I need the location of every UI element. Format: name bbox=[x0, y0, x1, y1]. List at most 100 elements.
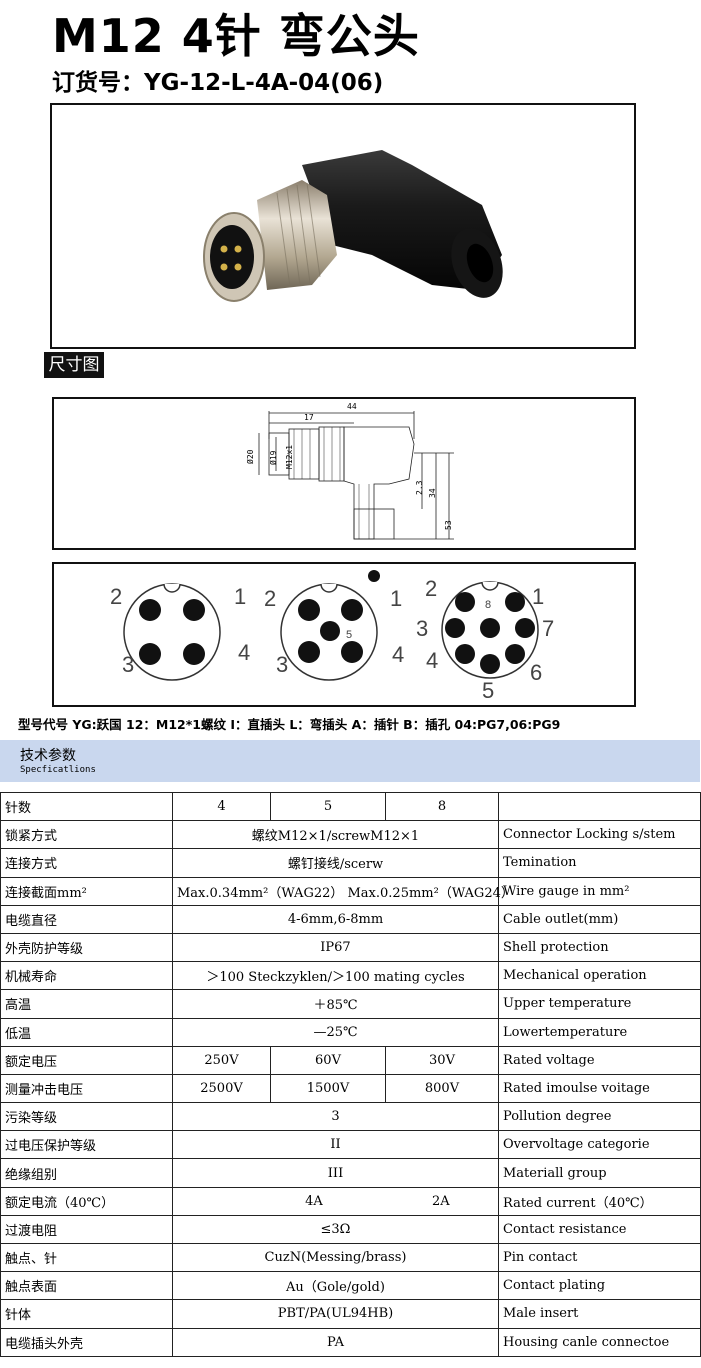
pin5-label-4: 4 bbox=[392, 642, 404, 667]
spec-english: Rated current（40℃） bbox=[498, 1186, 701, 1216]
spec-value: Au（Gole/gold) bbox=[172, 1271, 499, 1301]
spec-label: 低温 bbox=[0, 1017, 173, 1047]
spec-value: 1500V bbox=[270, 1073, 386, 1104]
spec-label: 测量冲击电压 bbox=[0, 1073, 173, 1104]
spec-english: Pin contact bbox=[498, 1242, 701, 1273]
spec-value: 800V bbox=[385, 1073, 499, 1104]
spec-value: 4-6mm,6-8mm bbox=[172, 904, 499, 934]
spec-label: 连接方式 bbox=[0, 848, 173, 878]
pin8-label-6: 6 bbox=[530, 660, 542, 685]
table-row: 机械寿命 ＞100 Steckzyklen/＞100 mating cycles… bbox=[0, 961, 701, 991]
pin8-label-5: 5 bbox=[482, 678, 494, 703]
pin5-label-1: 1 bbox=[390, 586, 402, 611]
spec-label: 额定电流（40℃） bbox=[0, 1186, 173, 1216]
spec-english: Connector Locking s/stem bbox=[498, 820, 701, 850]
spec-value: ≤3Ω bbox=[172, 1214, 499, 1245]
spec-english: Male insert bbox=[498, 1299, 701, 1329]
spec-value: 5 bbox=[270, 791, 386, 822]
table-row: 外壳防护等级 IP67 Shell protection bbox=[0, 932, 701, 963]
spec-label: 针数 bbox=[0, 791, 173, 822]
spec-value: II bbox=[172, 1130, 499, 1160]
spec-value: 螺钉接线/scerw bbox=[172, 848, 499, 878]
spec-english: Mechanical operation bbox=[498, 961, 701, 991]
table-row: 针体 PBT/PA(UL94HB) Male insert bbox=[0, 1299, 701, 1329]
spec-value-a: 4A bbox=[305, 1193, 323, 1209]
spec-label: 过电压保护等级 bbox=[0, 1130, 173, 1160]
spec-value: —25℃ bbox=[172, 1017, 499, 1047]
technical-drawing: 44 17 Ø20 Ø19 M12x1 2.3 34 53 bbox=[245, 402, 454, 540]
spec-label: 电缆直径 bbox=[0, 904, 173, 934]
spec-value: 3 bbox=[172, 1102, 499, 1132]
spec-label: 过渡电阻 bbox=[0, 1214, 173, 1245]
table-row: 额定电流（40℃） 4A 2A Rated current（40℃） bbox=[0, 1186, 701, 1216]
spec-english: Contact resistance bbox=[498, 1214, 701, 1245]
pin4-label-4: 4 bbox=[238, 640, 250, 665]
spec-english: Cable outlet(mm) bbox=[498, 904, 701, 934]
spec-value: 250V bbox=[172, 1045, 271, 1075]
spec-english: Housing canle connectoe bbox=[498, 1327, 701, 1357]
table-row: 触点表面 Au（Gole/gold) Contact plating bbox=[0, 1271, 701, 1301]
dim-length-total: 44 bbox=[347, 402, 357, 411]
spec-value: 30V bbox=[385, 1045, 499, 1075]
spec-header: 技术参数 Specficatlions bbox=[0, 740, 700, 782]
pin-layout-diagrams: 1 2 3 4 1 2 3 4 5 2 1 bbox=[110, 570, 554, 703]
spec-label: 连接截面mm² bbox=[0, 876, 173, 906]
spec-label: 触点表面 bbox=[0, 1271, 173, 1301]
spec-value: 60V bbox=[270, 1045, 386, 1075]
spec-value: III bbox=[172, 1158, 499, 1188]
spec-value: PBT/PA(UL94HB) bbox=[172, 1299, 499, 1329]
pin-layout-4: 1 2 3 4 bbox=[110, 583, 250, 681]
spec-english: Rated imoulse voitage bbox=[498, 1073, 701, 1104]
spec-label: 机械寿命 bbox=[0, 961, 173, 991]
spec-label: 触点、针 bbox=[0, 1242, 173, 1273]
spec-value: 4A 2A bbox=[172, 1186, 499, 1216]
spec-label: 针体 bbox=[0, 1299, 173, 1329]
table-row: 额定电压 250V 60V 30V Rated voltage bbox=[0, 1045, 701, 1075]
pin8-label-2: 2 bbox=[425, 576, 437, 601]
spec-value: PA bbox=[172, 1327, 499, 1357]
page-title: M12 4针 弯公头 bbox=[52, 9, 420, 63]
pin4-label-1: 1 bbox=[234, 584, 246, 609]
dimension-drawing: 44 17 Ø20 Ø19 M12x1 2.3 34 53 bbox=[52, 397, 636, 550]
spec-english: Materiall group bbox=[498, 1158, 701, 1188]
pin-layout-5: 1 2 3 4 5 bbox=[264, 570, 404, 681]
pin-layout-8: 2 1 3 7 4 6 5 8 bbox=[416, 576, 554, 703]
spec-label: 锁紧方式 bbox=[0, 820, 173, 850]
table-row: 锁紧方式 螺纹M12×1/screwM12×1 Connector Lockin… bbox=[0, 820, 701, 850]
spec-english: Overvoltage categorie bbox=[498, 1130, 701, 1160]
table-row: 高温 ＋85℃ Upper temperature bbox=[0, 989, 701, 1019]
pin8-label-7: 7 bbox=[542, 616, 554, 641]
spec-table: 针数 4 5 8 锁紧方式 螺纹M12×1/screwM12×1 Connect… bbox=[0, 791, 701, 1357]
table-row: 触点、针 CuzN(Messing/brass) Pin contact bbox=[0, 1242, 701, 1273]
spec-label: 电缆插头外壳 bbox=[0, 1327, 173, 1357]
spec-label: 外壳防护等级 bbox=[0, 932, 173, 963]
connector-illustration bbox=[203, 150, 503, 302]
spec-label: 高温 bbox=[0, 989, 173, 1019]
product-photo bbox=[50, 103, 636, 349]
table-row: 污染等级 3 Pollution degree bbox=[0, 1102, 701, 1132]
pin8-label-8: 8 bbox=[485, 599, 491, 611]
pin-layout-panel: 1 2 3 4 1 2 3 4 5 2 1 bbox=[52, 562, 636, 707]
spec-label: 额定电压 bbox=[0, 1045, 173, 1075]
spec-label: 绝缘组别 bbox=[0, 1158, 173, 1188]
pin8-label-4: 4 bbox=[426, 648, 438, 673]
spec-value: 4 bbox=[172, 791, 271, 822]
table-row: 过电压保护等级 II Overvoltage categorie bbox=[0, 1130, 701, 1160]
spec-value: CuzN(Messing/brass) bbox=[172, 1242, 499, 1273]
spec-english: Rated voltage bbox=[498, 1045, 701, 1075]
table-row: 测量冲击电压 2500V 1500V 800V Rated imoulse vo… bbox=[0, 1073, 701, 1104]
spec-english: Contact plating bbox=[498, 1271, 701, 1301]
dim-length-partial: 17 bbox=[304, 413, 314, 422]
pin8-label-3: 3 bbox=[416, 616, 428, 641]
table-row: 连接方式 螺钉接线/scerw Temination bbox=[0, 848, 701, 878]
spec-english: Temination bbox=[498, 848, 701, 878]
table-row: 电缆插头外壳 PA Housing canle connectoe bbox=[0, 1327, 701, 1357]
dimension-label: 尺寸图 bbox=[44, 352, 104, 378]
pin8-label-1: 1 bbox=[532, 584, 544, 609]
spec-english: Shell protection bbox=[498, 932, 701, 963]
spec-header-zh: 技术参数 bbox=[20, 748, 76, 764]
spec-english: Pollution degree bbox=[498, 1102, 701, 1132]
spec-value-b: 2A bbox=[431, 1193, 450, 1209]
spec-value: ＋85℃ bbox=[172, 989, 499, 1019]
table-row: 绝缘组别 III Materiall group bbox=[0, 1158, 701, 1188]
